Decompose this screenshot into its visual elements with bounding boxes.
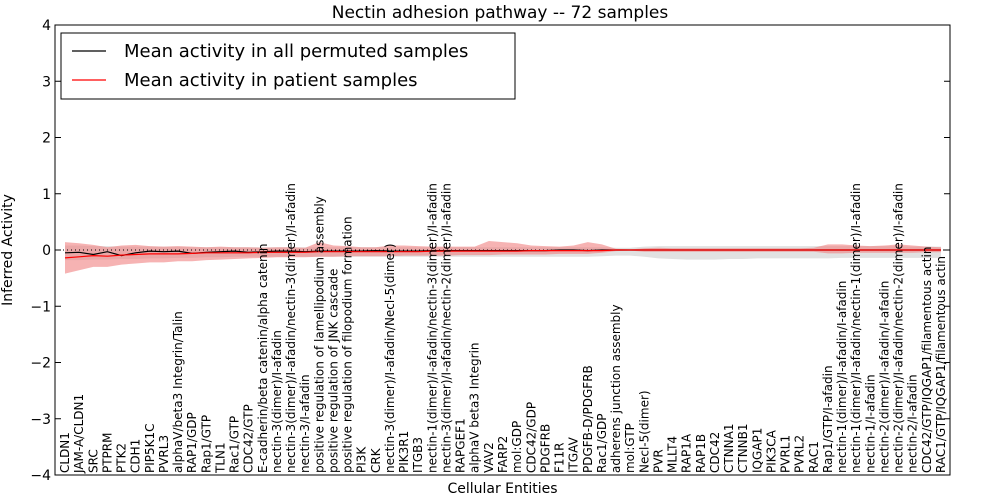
category-label: PVRL2 bbox=[793, 435, 807, 473]
series-lines-group bbox=[64, 249, 941, 259]
category-label: FARP2 bbox=[496, 436, 510, 473]
category-label: nectin-3(dimer)/I-afadin bbox=[270, 330, 284, 473]
category-label: JAM-A/CLDN1 bbox=[72, 394, 86, 474]
category-label: nectin-3(dimer)/I-afadin/nectin-3(dimer)… bbox=[284, 183, 298, 473]
category-label: RAC1 bbox=[807, 441, 821, 473]
category-label: alphaV beta3 Integrin bbox=[468, 342, 482, 473]
category-label: positive regulation of JNK cascade bbox=[326, 269, 340, 473]
category-label: nectin-1(dimer)/I-afadin/nectin-3(dimer)… bbox=[425, 183, 439, 473]
category-label: alphaV/beta3 Integrin/Talin bbox=[171, 311, 185, 473]
category-label: CDC42/GTP/IQGAP1/filamentous actin bbox=[920, 247, 934, 473]
y-tick-label: −2 bbox=[30, 356, 51, 372]
category-label: PTPRM bbox=[100, 433, 114, 474]
category-label: nectin-2(dimer)/I-afadin/I-afadin bbox=[877, 281, 891, 473]
category-label: PIK3CA bbox=[764, 429, 778, 473]
category-label: Rap1/GTP/I-afadin bbox=[821, 365, 835, 473]
category-label: CLDN1 bbox=[58, 432, 72, 473]
category-label: RAPGEF1 bbox=[454, 418, 468, 473]
y-tick-label: −3 bbox=[30, 412, 51, 428]
category-label: adherens junction assembly bbox=[609, 304, 623, 473]
category-label: RAC1/GTP/IQGAP1/filamentous actin bbox=[934, 256, 948, 473]
y-axis-label: Inferred Activity bbox=[0, 194, 16, 306]
patient-band-group bbox=[65, 241, 941, 274]
x-axis-label: Cellular Entities bbox=[447, 481, 557, 497]
category-label: mol:GDP bbox=[510, 421, 524, 473]
y-tick-label: 1 bbox=[42, 187, 51, 203]
category-label: nectin-1/I-afadin bbox=[863, 374, 877, 473]
category-label: CDC42 bbox=[708, 432, 722, 473]
category-label: ITGAV bbox=[567, 436, 581, 473]
category-label: Necl-5(dimer) bbox=[637, 390, 651, 473]
category-label: VAV2 bbox=[482, 442, 496, 473]
category-label: nectin-3(dimer)/I-afadin/Necl-5(dimer) bbox=[383, 243, 397, 473]
y-tick-label: 3 bbox=[42, 74, 51, 90]
category-label: CRK bbox=[369, 447, 383, 473]
legend: Mean activity in all permuted samples Me… bbox=[60, 32, 516, 100]
legend-label-patient: Mean activity in patient samples bbox=[124, 70, 418, 91]
category-label: PVRL3 bbox=[157, 435, 171, 473]
category-label: CTNNA1 bbox=[722, 423, 736, 473]
y-tick-label: 2 bbox=[42, 131, 51, 147]
category-label: F11R bbox=[553, 442, 567, 473]
category-label: PDGFB-D/PDGFRB bbox=[581, 365, 595, 473]
category-label: TLN1 bbox=[213, 442, 227, 474]
category-label: ITGB3 bbox=[411, 437, 425, 473]
category-label: PTK2 bbox=[115, 443, 129, 473]
category-label: Rap1/GTP bbox=[199, 415, 213, 473]
category-label: CDC42/GTP bbox=[242, 404, 256, 473]
category-label: positive regulation of lamellipodium ass… bbox=[312, 196, 326, 473]
category-label: SRC bbox=[86, 449, 100, 473]
category-label: PVRL1 bbox=[779, 435, 793, 473]
category-label: RAP1A bbox=[680, 433, 694, 473]
category-label: nectin-2/I-afadin bbox=[906, 374, 920, 473]
category-label: PIP5K1C bbox=[143, 423, 157, 473]
category-label: Rac1/GTP bbox=[228, 416, 242, 473]
category-label: positive regulation of filopodium format… bbox=[341, 216, 355, 473]
patient-band bbox=[65, 241, 941, 274]
y-tick-label: −4 bbox=[30, 468, 51, 484]
series-line-patient bbox=[64, 249, 941, 259]
category-label: MLLT4 bbox=[666, 436, 680, 473]
y-tick-label: 4 bbox=[42, 18, 51, 34]
category-label: Rac1/GDP bbox=[595, 414, 609, 473]
category-label: PVR bbox=[651, 449, 665, 473]
category-label: nectin-3(dimer)/I-afadin/nectin-2(dimer)… bbox=[439, 183, 453, 473]
category-label: PDGFRB bbox=[538, 424, 552, 473]
category-label: PIK3R1 bbox=[397, 431, 411, 473]
category-label: RAP1B bbox=[694, 434, 708, 473]
legend-label-permuted: Mean activity in all permuted samples bbox=[124, 41, 468, 62]
chart-title: Nectin adhesion pathway -- 72 samples bbox=[332, 3, 669, 23]
category-label: RAP1/GDP bbox=[185, 412, 199, 473]
category-label: nectin-1(dimer)/I-afadin/I-afadin bbox=[835, 281, 849, 473]
category-label: E-cadherin/beta catenin/alpha catenin bbox=[256, 243, 270, 473]
category-label: PI3K bbox=[355, 446, 369, 473]
category-label: nectin-3/I-afadin bbox=[298, 374, 312, 473]
category-label: nectin-1(dimer)/I-afadin/nectin-1(dimer)… bbox=[849, 183, 863, 473]
legend-box bbox=[60, 32, 516, 100]
y-tick-label: 0 bbox=[42, 243, 51, 259]
category-label: mol:GTP bbox=[623, 423, 637, 473]
category-label: CDC42/GDP bbox=[524, 402, 538, 473]
category-label: CTNNB1 bbox=[736, 423, 750, 473]
y-axis-ticks: −4 −3 −2 −1 0 1 2 3 4 bbox=[30, 18, 950, 484]
category-label: IQGAP1 bbox=[750, 428, 764, 473]
category-label: CDH1 bbox=[129, 439, 143, 473]
y-tick-label: −1 bbox=[30, 299, 51, 315]
category-label: nectin-2(dimer)/I-afadin/nectin-2(dimer)… bbox=[892, 183, 906, 473]
